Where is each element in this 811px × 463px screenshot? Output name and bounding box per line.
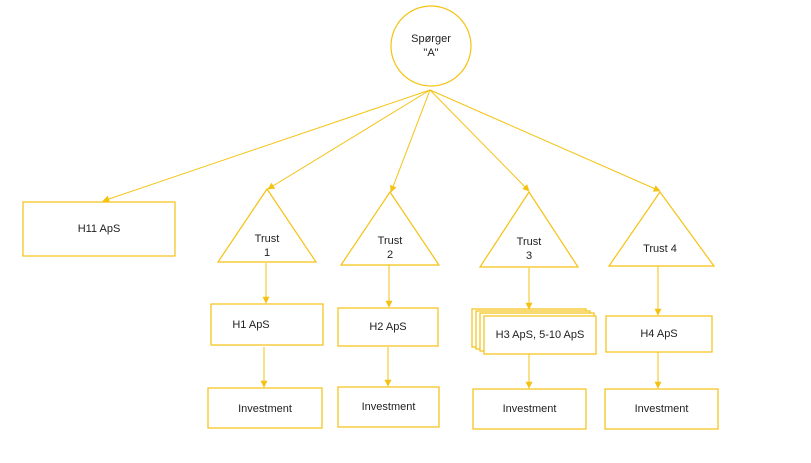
- investment2-label: Investment: [361, 401, 416, 413]
- investment2-node: [337, 386, 440, 428]
- h11-label: H11 ApS: [77, 223, 121, 235]
- root-label: Spørger "A": [411, 33, 451, 59]
- investment4-label: Investment: [634, 403, 689, 415]
- edge-root-to-trust2: [389, 89, 431, 193]
- trust3-label: Trust 3: [516, 236, 542, 262]
- edge-root-to-trust4: [429, 89, 661, 192]
- investment1-node: [207, 387, 323, 429]
- investment3-node: [472, 388, 587, 430]
- investment4-node: [604, 388, 719, 430]
- trust3-node: [478, 190, 580, 268]
- h4-label: H4 ApS: [640, 328, 678, 340]
- trust1-node: [216, 187, 318, 263]
- h3-stacked-node: [471, 308, 597, 355]
- trust1-label: Trust 1: [254, 233, 280, 259]
- trust2-label: Trust 2: [377, 235, 403, 261]
- h4-node: [605, 315, 713, 353]
- investment3-label: Investment: [502, 403, 557, 415]
- trust4-label: Trust 4: [643, 243, 677, 255]
- h3-node: [483, 315, 597, 355]
- trust4-node: [607, 190, 716, 267]
- h11-node: [22, 201, 176, 257]
- h1-node: [210, 303, 324, 346]
- edge-root-to-h11: [102, 89, 431, 203]
- trust2-node: [339, 190, 441, 266]
- h1-label: H1 ApS: [232, 319, 270, 331]
- h2-node: [337, 307, 439, 347]
- root-node: [390, 5, 472, 87]
- edge-root-to-trust3: [429, 89, 530, 192]
- h3-label: H3 ApS, 5-10 ApS: [495, 329, 585, 341]
- edge-root-to-trust1: [267, 89, 431, 190]
- h2-label: H2 ApS: [369, 321, 407, 333]
- investment1-label: Investment: [238, 403, 292, 415]
